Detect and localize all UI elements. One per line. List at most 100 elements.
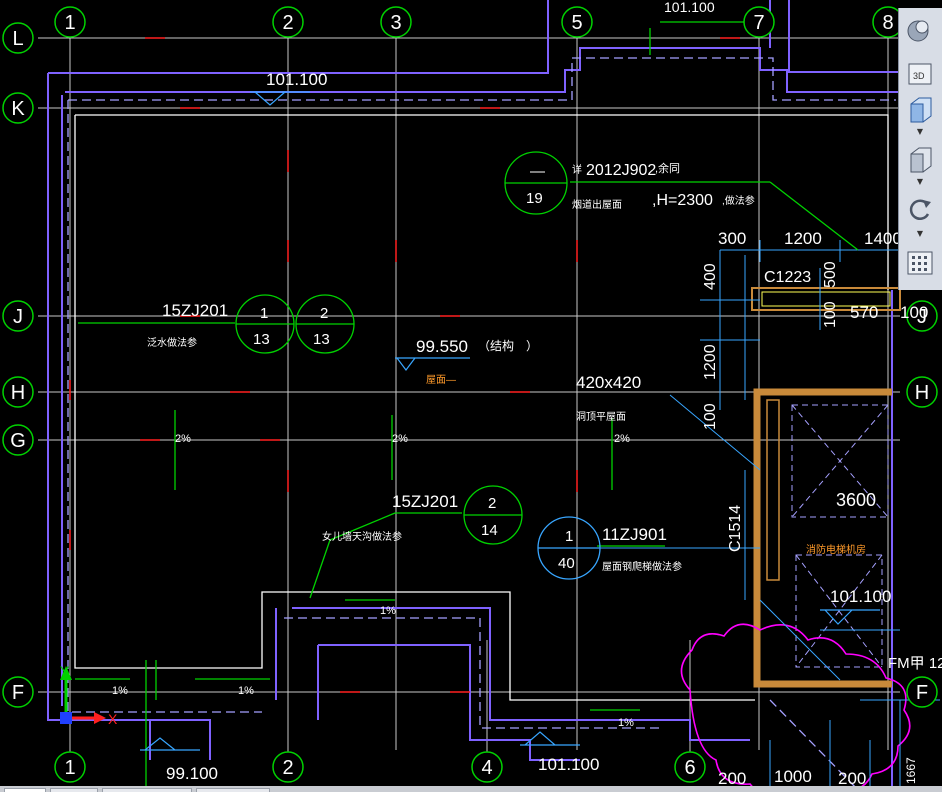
grid-bubble-label: L <box>12 28 23 50</box>
elevator-room <box>751 287 901 688</box>
grid-bubble-circle <box>471 751 503 783</box>
dashed-outlines <box>67 57 896 792</box>
grid-bubble-label: J <box>13 306 23 328</box>
parapet-note: 女儿墙天沟做法参 <box>322 530 402 543</box>
dim-300: 300 <box>718 229 746 248</box>
grid-bubble-row-left[interactable]: K <box>2 92 34 124</box>
detail-bubbles <box>235 151 568 545</box>
chevron-down-icon[interactable]: ▼ <box>916 177 924 186</box>
steering-wheel-icon[interactable] <box>903 16 937 46</box>
grid-bubble-label: H <box>915 382 929 404</box>
grid-bubble-col-top[interactable]: 3 <box>380 6 412 38</box>
grid-bubble-label: G <box>10 430 26 452</box>
rotate-icon[interactable] <box>903 194 937 224</box>
grid-bubble-circle <box>2 22 34 54</box>
window-c1514: C1514 <box>727 505 744 552</box>
tab-layout2[interactable] <box>102 788 192 792</box>
grid-bubble-col-top[interactable]: 2 <box>272 6 304 38</box>
ref-2012j902-suffix: ,余同 <box>655 161 680 175</box>
3d-view-icon[interactable]: 3D <box>903 58 937 88</box>
elevator-shaft-upper <box>791 404 889 518</box>
grid-bubble-circle <box>272 6 304 38</box>
grid-bubble-row-right[interactable]: F <box>906 676 938 708</box>
tab-model[interactable] <box>4 788 46 792</box>
detail-1-13-top: 1 <box>260 305 268 322</box>
dim-1200-top: 1200 <box>784 229 822 248</box>
orbit-box-icon[interactable] <box>903 144 937 174</box>
bubble-19-bottom: 19 <box>526 190 543 207</box>
grid-bubble-row-left[interactable]: F <box>2 676 34 708</box>
dim-bottom-right: 1667 <box>904 757 918 784</box>
grid-bubble-circle <box>380 6 412 38</box>
chevron-down-icon[interactable]: ▼ <box>916 229 924 238</box>
elevator-shaft-lower <box>795 554 883 668</box>
grid-view-icon[interactable] <box>903 248 937 278</box>
wall-bottom-step2 <box>317 644 580 761</box>
grid-bubble-col-bottom[interactable]: 2 <box>272 751 304 783</box>
roof-note: 屋面— <box>426 374 456 386</box>
dim-1200-v: 1200 <box>702 344 719 380</box>
ref-2012j902-prefix: 详 <box>572 163 582 176</box>
slope-2b: 2% <box>392 433 408 445</box>
grid-bubble-row-right[interactable]: H <box>906 376 938 408</box>
ucs-x-label: X <box>108 711 118 727</box>
leader-lines <box>75 21 859 792</box>
dim-3600: 3600 <box>836 490 876 510</box>
grid-bubble-circle <box>2 376 34 408</box>
detail-2-14-bottom: 14 <box>481 522 498 539</box>
grid-bubble-col-top[interactable]: 5 <box>561 6 593 38</box>
grid-bubble-col-top[interactable]: 7 <box>743 6 775 38</box>
grid-bubble-circle <box>674 751 706 783</box>
grid-bubble-row-left[interactable]: J <box>2 300 34 332</box>
grid-bubble-col-bottom[interactable]: 6 <box>674 751 706 783</box>
detail-2-13-top: 2 <box>320 305 328 322</box>
detail-2-14-top: 2 <box>488 495 496 512</box>
tab-layout1[interactable] <box>50 788 98 792</box>
grid-bubble-label: K <box>11 98 25 120</box>
grid-bubble-col-top[interactable]: 1 <box>54 6 86 38</box>
grid-bubble-label: 2 <box>282 12 293 34</box>
grid-bubble-col-bottom[interactable]: 1 <box>54 751 86 783</box>
grid-bubble-row-left[interactable]: G <box>2 424 34 456</box>
dim-100-b: 100 <box>900 303 928 322</box>
main-wall-outer <box>65 47 904 93</box>
ref-2012j902: 2012J902 <box>586 162 656 179</box>
dim-200-b: 200 <box>838 769 866 788</box>
level-101100-room: 101.100 <box>830 587 891 606</box>
level-markers <box>140 91 880 751</box>
tab-layout3[interactable] <box>196 788 270 792</box>
detail-1-13-bottom: 13 <box>253 331 270 348</box>
view-cube-icon[interactable] <box>903 94 937 124</box>
grid-bubble-circle <box>2 92 34 124</box>
ref-11zj901: 11ZJ901 <box>602 525 667 544</box>
grid-bubble-circle <box>906 376 938 408</box>
grid-bubble-label: 7 <box>753 12 764 34</box>
slope-2c: 2% <box>614 433 630 445</box>
grid-bubble-label: 6 <box>684 757 695 779</box>
wall-bottom-step <box>275 607 750 741</box>
grid-bubble-circle <box>54 6 86 38</box>
dim-1400: 1400 <box>864 229 902 248</box>
slope-1b: 1% <box>238 685 254 697</box>
level-101100-bottom: 101.100 <box>538 755 599 774</box>
grid-bubble-row-right[interactable]: J <box>906 300 938 332</box>
grid-bubble-label: 1 <box>64 757 75 779</box>
slope-1d: 1% <box>618 717 634 729</box>
grid-bubble-row-left[interactable]: L <box>2 22 34 54</box>
grid-bubble-label: F <box>916 682 928 704</box>
dim-200-a: 200 <box>718 769 746 788</box>
grid-bubble-circle <box>743 6 775 38</box>
grid-bubble-row-left[interactable]: H <box>2 376 34 408</box>
grid-bubble-label: 4 <box>481 757 492 779</box>
dim-100-c: 100 <box>702 403 719 430</box>
hatch-note: 洞顶平屋面 <box>576 411 626 423</box>
grid-bubble-circle <box>906 300 938 332</box>
bubble-19-top: — <box>530 163 545 180</box>
grid-bubble-col-bottom[interactable]: 4 <box>471 751 503 783</box>
dim-500: 500 <box>822 261 839 288</box>
chevron-down-icon[interactable]: ▼ <box>916 127 924 136</box>
slope-1a: 1% <box>112 685 128 697</box>
grid-bubble-label: 3 <box>390 12 401 34</box>
level-99100: 99.100 <box>166 764 218 783</box>
